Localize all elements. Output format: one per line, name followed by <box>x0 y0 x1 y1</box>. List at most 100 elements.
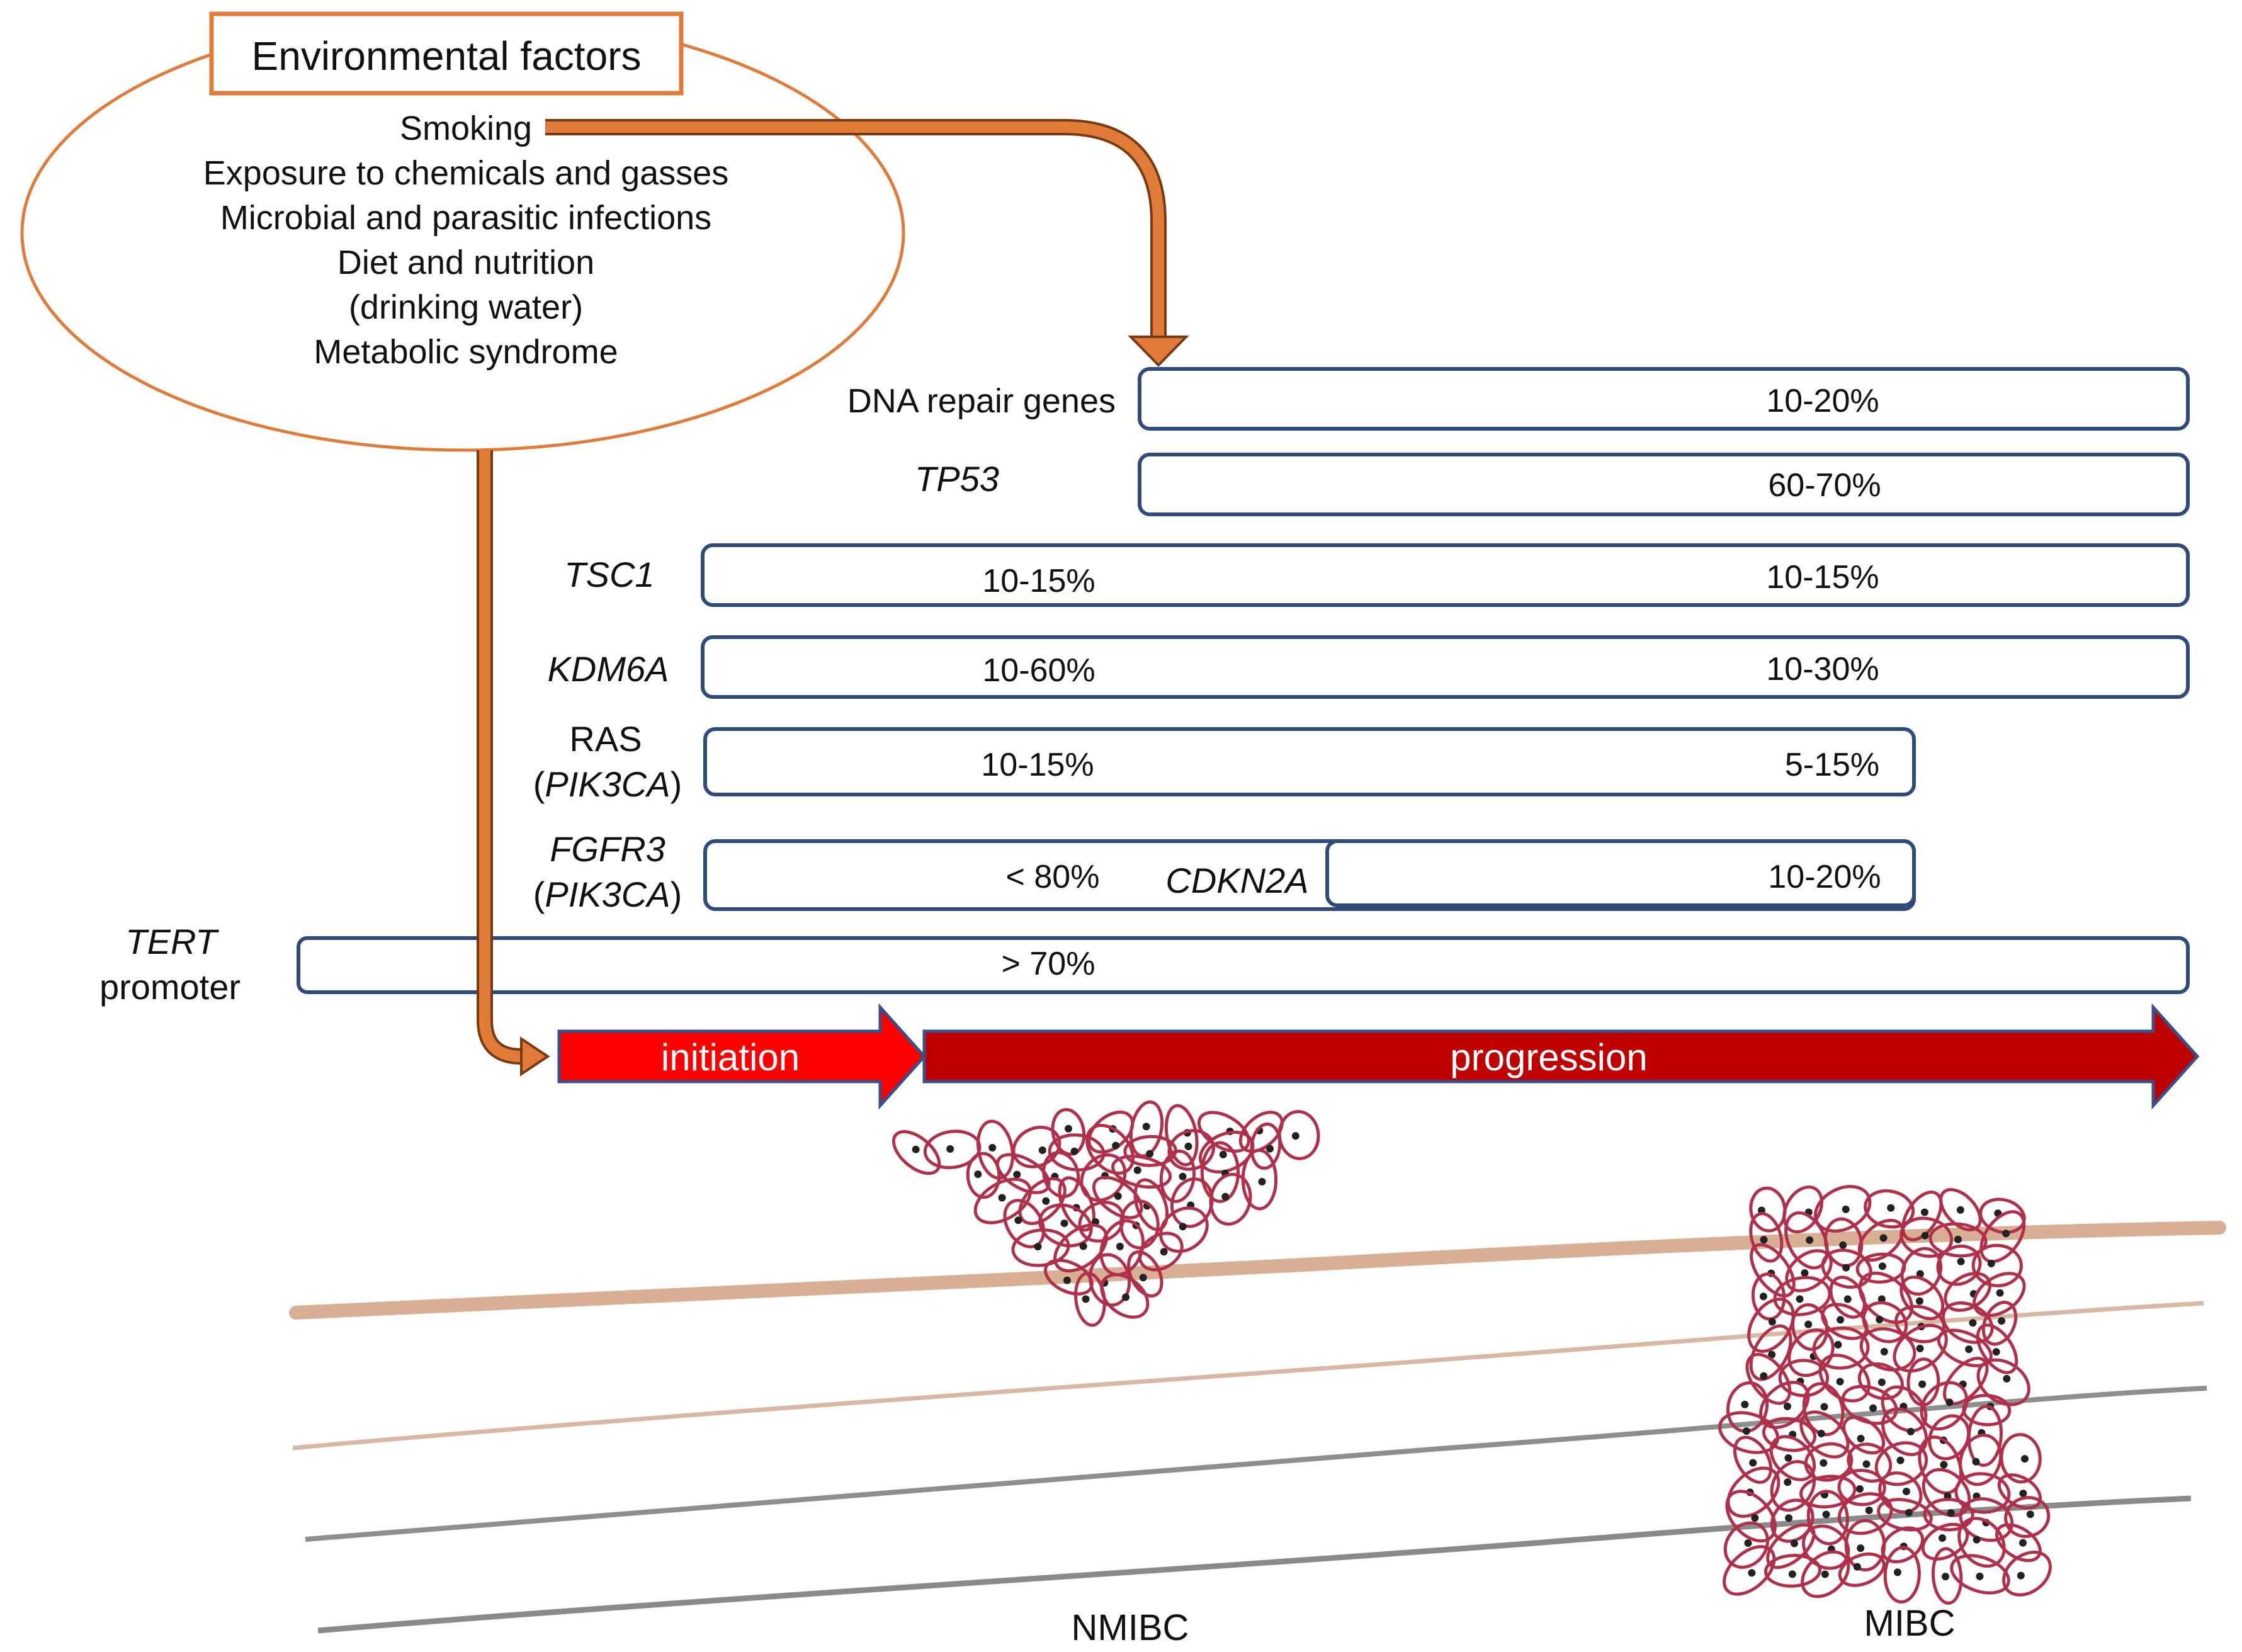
cell-nucleus <box>1082 1295 1090 1303</box>
tumor-cell <box>1200 1141 1240 1203</box>
tumor-cell <box>1883 1546 1921 1604</box>
tumor-cell <box>1962 1393 2012 1427</box>
cell-nucleus <box>1790 1539 1798 1547</box>
tumor-cell <box>1804 1442 1854 1482</box>
cell-nucleus <box>1839 1241 1847 1249</box>
value-cdkn2a: 10-20% <box>1768 859 1881 895</box>
cell-nucleus <box>1796 1295 1804 1303</box>
cell-nucleus <box>1855 1485 1864 1493</box>
smoking-arrow-head <box>1128 336 1189 367</box>
cell-nucleus <box>1160 1248 1168 1256</box>
gene-label-ras: RAS <box>569 719 642 759</box>
cell-nucleus <box>1996 1289 2004 1297</box>
tumor-cell <box>966 1151 1001 1199</box>
cell-nucleus <box>1915 1297 1923 1305</box>
cell-nucleus <box>1139 1274 1147 1282</box>
value-tp53: 60-70% <box>1768 467 1881 504</box>
tumor-cell <box>1733 1435 1772 1484</box>
cell-nucleus <box>1905 1508 1913 1517</box>
cell-nucleus <box>1957 1257 1965 1265</box>
cell-nucleus <box>1221 1192 1230 1201</box>
cell-nucleus <box>2019 1539 2027 1547</box>
cell-nucleus <box>1998 1317 2006 1325</box>
cell-nucleus <box>998 1194 1006 1202</box>
initiation-arrow <box>557 1003 927 1110</box>
gene-label-tert: TERT <box>125 922 219 961</box>
cell-nucleus <box>1896 1456 1905 1464</box>
cell-nucleus <box>1877 1378 1886 1386</box>
tumor-cell <box>1749 1212 1784 1263</box>
cell-nucleus <box>1751 1514 1759 1522</box>
cell-nucleus <box>1976 1572 1984 1580</box>
bar-kdm6a <box>701 635 2190 699</box>
cell-nucleus <box>1070 1147 1079 1155</box>
cell-nucleus <box>1887 1204 1895 1212</box>
nmibc-label: NMIBC <box>1072 1607 1189 1648</box>
lamina-propria-layer <box>292 1301 2204 1451</box>
cell-nucleus <box>1760 1236 1768 1244</box>
initiation-arrow-head <box>520 1036 550 1077</box>
tumor-cell <box>1749 1186 1787 1233</box>
cell-nucleus <box>1291 1132 1299 1140</box>
gene-label-kdm6a: KDM6A <box>548 649 669 689</box>
tumor-cell <box>1119 1199 1160 1250</box>
cell-nucleus <box>1906 1427 1915 1435</box>
bar-tsc1 <box>701 543 2190 607</box>
cell-nucleus <box>1822 1510 1830 1519</box>
cell-nucleus <box>1768 1350 1776 1359</box>
cell-nucleus <box>1820 1403 1828 1411</box>
cell-nucleus <box>974 1170 982 1179</box>
tumor-cell <box>1967 1405 2003 1467</box>
cell-nucleus <box>1920 1208 1928 1216</box>
tumor-cell <box>1053 1223 1108 1273</box>
gene-label-tp53: TP53 <box>915 459 999 499</box>
tumor-cell <box>1864 1189 1915 1229</box>
cell-nucleus <box>1842 1205 1850 1213</box>
cell-nucleus <box>1947 1509 1955 1517</box>
urothelium-layer <box>289 1221 2226 1320</box>
value-kdm6a-left: 10-60% <box>982 652 1095 689</box>
gene-label-fgfr3: FGFR3 <box>550 829 665 869</box>
gene-label-ras-pik3ca: (PIK3CA) <box>533 764 682 804</box>
cell-nucleus <box>1785 1514 1793 1522</box>
cell-nucleus <box>1146 1150 1154 1158</box>
tumor-cell <box>1931 1547 1963 1605</box>
cell-nucleus <box>1179 1172 1187 1180</box>
cell-nucleus <box>1821 1570 1829 1578</box>
tumor-cell <box>1209 1172 1252 1226</box>
tumor-cell <box>1078 1201 1125 1243</box>
cell-nucleus <box>1836 1378 1844 1386</box>
tumor-cell <box>1801 1550 1850 1598</box>
tumor-cell <box>1920 1381 1969 1431</box>
tumor-cell <box>1750 1243 1796 1298</box>
value-tert: > 70% <box>1002 946 1096 982</box>
cell-nucleus <box>2017 1571 2025 1580</box>
environment-title-box <box>209 11 684 96</box>
tumor-cell <box>1859 1327 1916 1372</box>
cell-nucleus <box>1804 1320 1813 1328</box>
cell-nucleus <box>1060 1219 1068 1228</box>
factor-smoking: Smoking <box>400 110 532 147</box>
value-fgfr3: < 80% <box>1006 859 1100 895</box>
tumor-cell <box>1726 1381 1769 1433</box>
tumor-cell <box>1841 1384 1898 1425</box>
cell-nucleus <box>1877 1295 1886 1303</box>
cell-nucleus <box>1941 1573 1949 1581</box>
tumor-cell <box>1981 1301 2018 1346</box>
cell-nucleus <box>1079 1242 1087 1250</box>
tumor-cell <box>1100 1273 1150 1319</box>
tumor-cell <box>1922 1468 1971 1517</box>
cell-nucleus <box>1876 1316 1884 1324</box>
progression-arrow <box>922 1003 2200 1110</box>
cell-nucleus <box>1784 1478 1792 1486</box>
tumor-cell <box>1812 1326 1870 1370</box>
tumor-cell <box>2002 1551 2052 1597</box>
tumor-cell <box>995 1153 1051 1194</box>
gene-label-dna-repair: DNA repair genes <box>847 382 1116 420</box>
initiation-label: initiation <box>661 1036 800 1078</box>
cell-nucleus <box>1788 1570 1796 1578</box>
cell-nucleus <box>1013 1170 1021 1179</box>
value-dna-repair: 10-20% <box>1766 383 1879 419</box>
cell-nucleus <box>1784 1454 1792 1462</box>
cell-nucleus <box>1014 1216 1022 1225</box>
